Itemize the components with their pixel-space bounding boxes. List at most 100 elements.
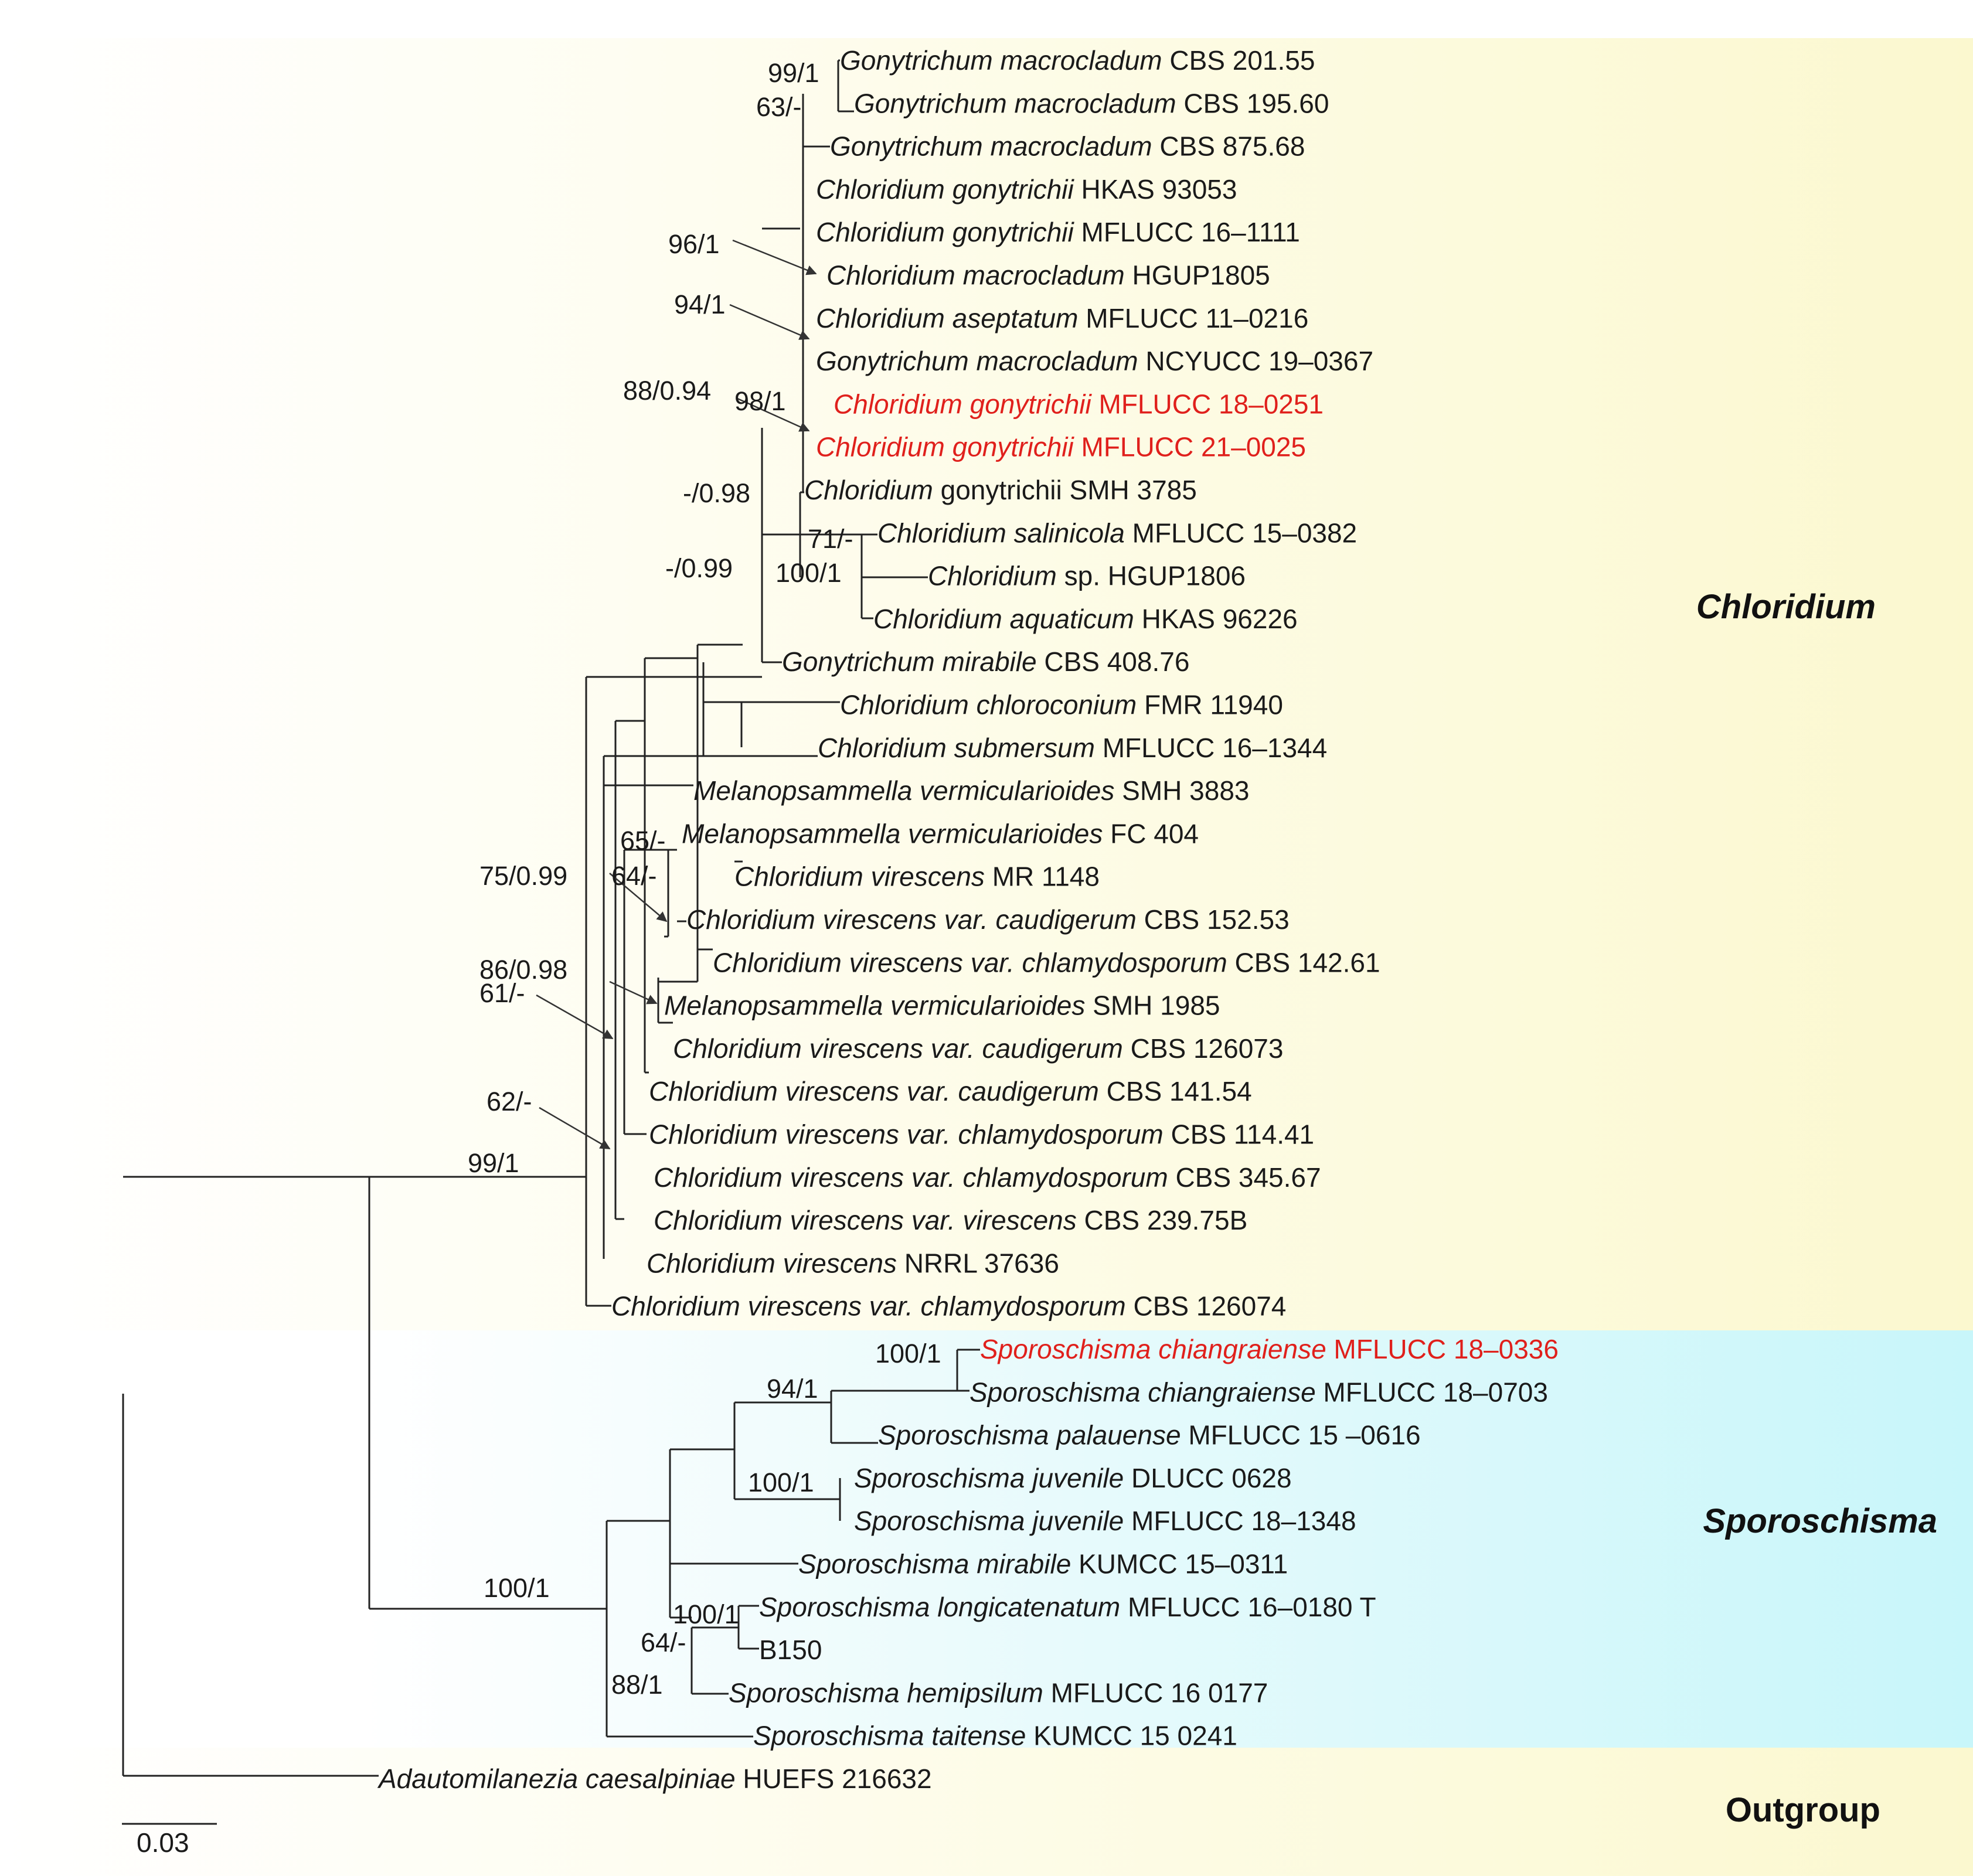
taxon-name: Chloridium virescens bbox=[647, 1248, 897, 1278]
taxon-name: Chloridium virescens var. chlamydosporum bbox=[713, 947, 1227, 978]
clade-label-sporoschisma: Sporoschisma bbox=[1703, 1502, 1937, 1540]
taxon-label: Sporoschisma hemipsilum MFLUCC 16 0177 bbox=[729, 1677, 1268, 1708]
support-value: 62/- bbox=[487, 1087, 532, 1116]
support-value: 64/- bbox=[641, 1628, 686, 1657]
taxon-label: Sporoschisma palauense MFLUCC 15 –0616 bbox=[878, 1420, 1421, 1451]
taxon-labels: Gonytrichum macrocladum CBS 201.55Gonytr… bbox=[377, 45, 1559, 1794]
taxon-name: Chloridium virescens var. caudigerum bbox=[649, 1076, 1099, 1106]
taxon-name: Sporoschisma chiangraiense bbox=[970, 1377, 1316, 1407]
taxon-strain: CBS 141.54 bbox=[1099, 1076, 1252, 1106]
taxon-name: Sporoschisma hemipsilum bbox=[729, 1677, 1043, 1708]
support-value: 88/1 bbox=[611, 1670, 663, 1700]
support-value: 63/- bbox=[756, 92, 802, 122]
taxon-label: Chloridium chloroconium FMR 11940 bbox=[840, 690, 1283, 720]
taxon-name: Chloridium virescens var. chlamydosporum bbox=[649, 1119, 1164, 1150]
taxon-name: Sporoschisma juvenile bbox=[854, 1463, 1124, 1493]
taxon-name: Chloridium aseptatum bbox=[816, 303, 1078, 333]
support-value: 99/1 bbox=[468, 1148, 519, 1178]
scale-bar-label: 0.03 bbox=[137, 1827, 189, 1858]
taxon-name: Chloridium virescens var. caudigerum bbox=[686, 904, 1137, 935]
taxon-strain: MFLUCC 16–1111 bbox=[1074, 217, 1300, 247]
taxon-strain: DLUCC 0628 bbox=[1124, 1463, 1291, 1493]
taxon-label: Sporoschisma mirabile KUMCC 15–0311 bbox=[798, 1549, 1288, 1579]
support-value: 98/1 bbox=[734, 386, 786, 416]
taxon-name: Sporoschisma mirabile bbox=[798, 1549, 1071, 1579]
taxon-name: Sporoschisma chiangraiense bbox=[980, 1334, 1326, 1364]
support-callout-line bbox=[729, 304, 810, 340]
taxon-label: Chloridium virescens MR 1148 bbox=[734, 862, 1100, 892]
taxon-strain: MFLUCC 18–1348 bbox=[1124, 1506, 1356, 1536]
taxon-strain: MFLUCC 15–0382 bbox=[1125, 517, 1357, 548]
sporoschisma-clade-background bbox=[363, 1330, 1973, 1748]
taxon-strain: sp. HGUP1806 bbox=[1057, 561, 1246, 591]
taxon-strain: MFLUCC 18–0251 bbox=[1091, 389, 1324, 419]
taxon-label: Sporoschisma juvenile DLUCC 0628 bbox=[854, 1463, 1292, 1493]
taxon-label: Melanopsammella vermicularioides SMH 388… bbox=[693, 775, 1250, 806]
taxon-strain: MR 1148 bbox=[985, 862, 1100, 892]
taxon-name: Chloridium gonytrichii bbox=[834, 389, 1092, 419]
taxon-name: Adautomilanezia caesalpiniae bbox=[377, 1763, 736, 1794]
taxon-name: Chloridium virescens bbox=[734, 862, 985, 892]
tree-branches bbox=[122, 59, 980, 1777]
support-callout-line bbox=[539, 1106, 611, 1150]
support-value: 94/1 bbox=[767, 1374, 818, 1404]
taxon-name: Chloridium virescens var. chlamydosporum bbox=[611, 1291, 1126, 1322]
support-value: 61/- bbox=[479, 978, 525, 1008]
taxon-label: B150 bbox=[759, 1635, 822, 1665]
taxon-name: Chloridium virescens var. caudigerum bbox=[673, 1033, 1123, 1064]
support-value: 100/1 bbox=[775, 558, 842, 588]
taxon-strain: CBS 114.41 bbox=[1164, 1119, 1314, 1150]
taxon-strain: SMH 3883 bbox=[1114, 775, 1249, 806]
taxon-label: Chloridium virescens var. virescens CBS … bbox=[654, 1205, 1247, 1235]
taxon-strain: CBS 239.75B bbox=[1077, 1205, 1248, 1235]
taxon-name: Gonytrichum macrocladum bbox=[854, 88, 1176, 118]
taxon-name: Chloridium submersum bbox=[818, 733, 1095, 763]
taxon-label: Chloridium gonytrichii MFLUCC 21–0025 bbox=[816, 432, 1306, 462]
taxon-strain: HUEFS 216632 bbox=[736, 1763, 932, 1794]
taxon-strain: NCYUCC 19–0367 bbox=[1138, 346, 1373, 376]
taxon-strain: HGUP1805 bbox=[1125, 260, 1270, 291]
support-callout-line bbox=[732, 239, 817, 275]
taxon-name: Chloridium gonytrichii bbox=[816, 432, 1074, 462]
taxon-label: Chloridium macrocladum HGUP1805 bbox=[826, 260, 1270, 291]
support-value: 71/- bbox=[808, 524, 853, 554]
taxon-strain: MFLUCC 16–1344 bbox=[1095, 733, 1327, 763]
taxon-name: Chloridium salinicola bbox=[877, 517, 1125, 548]
taxon-name: Gonytrichum macrocladum bbox=[830, 131, 1152, 162]
support-callout-line bbox=[536, 994, 614, 1040]
taxon-label: Adautomilanezia caesalpiniae HUEFS 21663… bbox=[377, 1763, 932, 1794]
taxon-label: Chloridium gonytrichii MFLUCC 16–1111 bbox=[816, 217, 1300, 247]
taxon-label: Gonytrichum mirabile CBS 408.76 bbox=[782, 646, 1189, 677]
taxon-label: Melanopsammella vermicularioides SMH 198… bbox=[664, 990, 1220, 1021]
support-value: -/0.99 bbox=[665, 553, 733, 583]
taxon-strain: MFLUCC 11–0216 bbox=[1078, 303, 1308, 333]
support-callout-line bbox=[609, 873, 668, 922]
support-callout-line bbox=[737, 397, 810, 432]
taxon-strain: NRRL 37636 bbox=[897, 1248, 1059, 1278]
taxon-label: Gonytrichum macrocladum CBS 195.60 bbox=[854, 88, 1329, 118]
taxon-name: Chloridium bbox=[804, 475, 933, 505]
taxon-name: Chloridium macrocladum bbox=[826, 260, 1125, 291]
clade-label-chloridium: Chloridium bbox=[1696, 588, 1876, 626]
taxon-strain: CBS 201.55 bbox=[1162, 45, 1315, 76]
taxon-strain: CBS 408.76 bbox=[1037, 646, 1190, 677]
taxon-label: Chloridium virescens var. chlamydosporum… bbox=[713, 947, 1380, 978]
support-value: 94/1 bbox=[674, 290, 726, 319]
outgroup-background bbox=[0, 1748, 1973, 1876]
taxon-label: Chloridium virescens var. caudigerum CBS… bbox=[673, 1033, 1283, 1064]
support-callout-line bbox=[609, 980, 658, 1005]
support-callouts bbox=[536, 239, 817, 1150]
taxon-name: Chloridium gonytrichii bbox=[816, 174, 1074, 205]
support-value: 64/- bbox=[611, 861, 657, 891]
taxon-label: Chloridium sp. HGUP1806 bbox=[928, 561, 1246, 591]
taxon-label: Sporoschisma chiangraiense MFLUCC 18–033… bbox=[980, 1334, 1559, 1364]
taxon-label: Chloridium virescens var. chlamydosporum… bbox=[654, 1162, 1321, 1193]
support-value: 65/- bbox=[620, 826, 666, 856]
taxon-name: Chloridium chloroconium bbox=[840, 690, 1137, 720]
taxon-strain: HKAS 96226 bbox=[1134, 604, 1298, 634]
taxon-strain: CBS 345.67 bbox=[1168, 1162, 1321, 1193]
taxon-strain: gonytrichii SMH 3785 bbox=[933, 475, 1197, 505]
taxon-name: Melanopsammella vermicularioides bbox=[664, 990, 1085, 1021]
taxon-strain: MFLUCC 18–0336 bbox=[1326, 1334, 1559, 1364]
